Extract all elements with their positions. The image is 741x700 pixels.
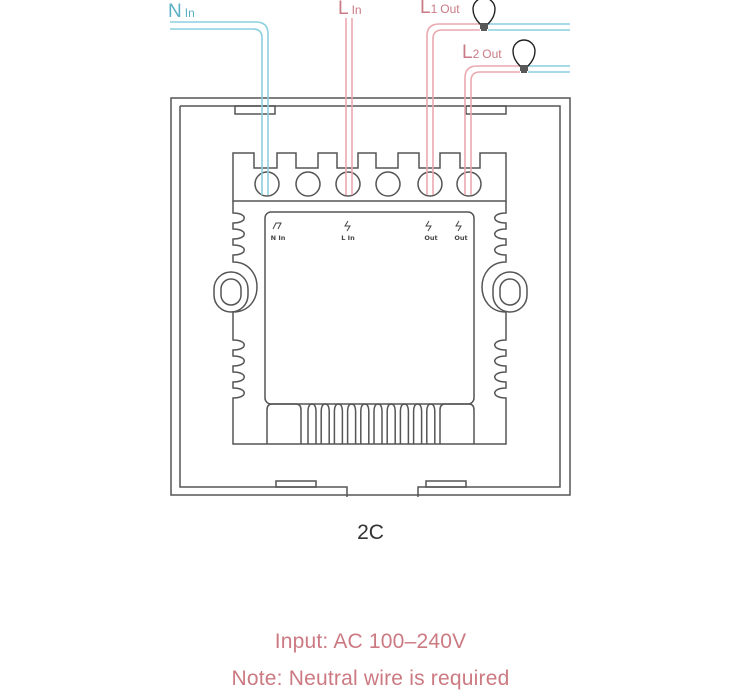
neutral-wire [170, 21, 269, 195]
cooling-fin [320, 403, 330, 444]
neutral-required-note: Note: Neutral wire is required [231, 667, 510, 690]
terminal-label-n-in: N In [271, 234, 286, 242]
live-symbol-icon [344, 220, 351, 232]
switch-plate [170, 97, 571, 497]
live-in-wire [345, 18, 353, 195]
terminals [254, 171, 482, 197]
live-symbol-icon [425, 220, 432, 232]
cooling-fin [426, 403, 436, 444]
terminal-screw [335, 171, 361, 197]
cooling-fin [307, 403, 317, 444]
model-caption: 2C [357, 521, 384, 544]
terminal-screw [417, 171, 443, 197]
live-symbol-icon [455, 220, 462, 232]
cooling-fin [399, 403, 410, 444]
terminal-markings [272, 220, 462, 232]
mounting-holes [213, 271, 528, 313]
bottom-fins [307, 403, 436, 444]
light-bulb-icon [472, 0, 496, 31]
terminal-screw [254, 171, 280, 197]
l2-load-wire [528, 65, 570, 73]
input-voltage-note: Input: AC 100–240V [274, 630, 467, 653]
terminal-label-l2-out: Out [424, 234, 437, 242]
cooling-fin [412, 403, 423, 444]
terminal-screw [456, 171, 482, 197]
light-bulb-icon [512, 39, 536, 73]
switch-module [232, 152, 507, 445]
l2-out-wire [464, 65, 520, 195]
l1-out-wire [426, 23, 480, 195]
cooling-fin [373, 403, 383, 444]
terminal-screw [375, 171, 401, 197]
terminal-label-l1-out: Out [454, 234, 467, 242]
cooling-fin [360, 403, 370, 444]
cooling-fin [333, 403, 344, 444]
cooling-fin [346, 403, 357, 444]
neutral-symbol-icon [272, 222, 282, 230]
terminal-screw [295, 171, 321, 197]
cooling-fin [386, 403, 396, 444]
terminal-label-l-in: L In [341, 234, 355, 242]
l1-load-wire [488, 23, 570, 31]
